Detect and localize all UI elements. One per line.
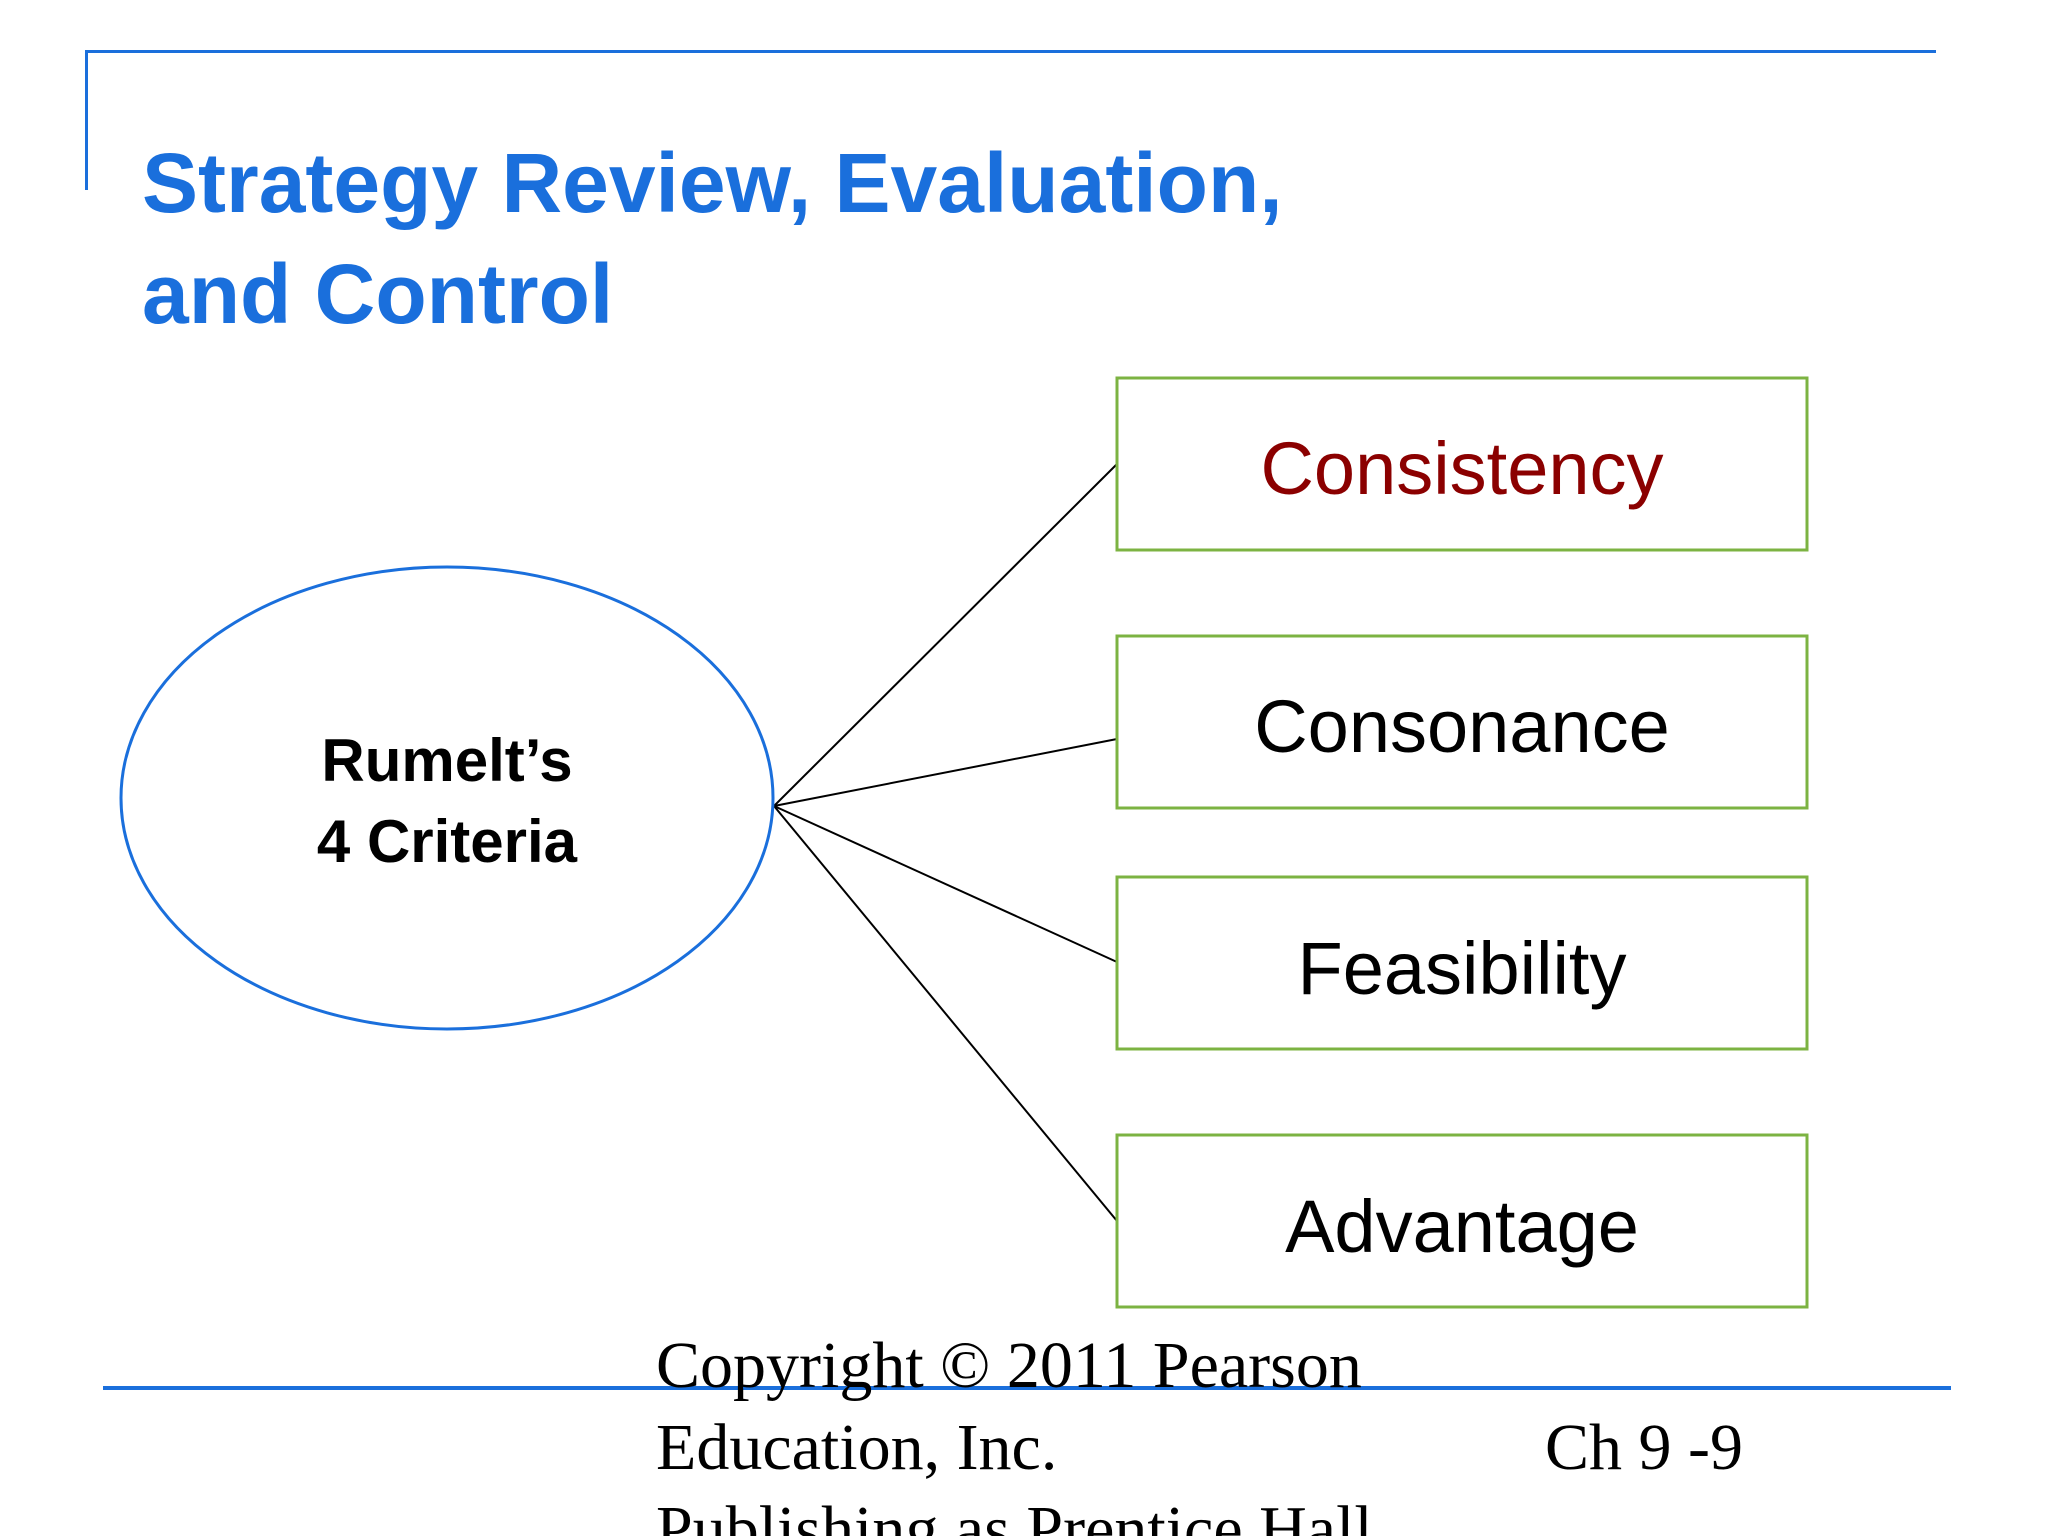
slide-title: Strategy Review, Evaluation, and Control xyxy=(142,128,1642,350)
connector-consistency xyxy=(773,463,1118,807)
connector-consonance xyxy=(773,738,1118,807)
connector-feasibility xyxy=(773,805,1118,963)
copyright-line-3: Publishing as Prentice Hall xyxy=(656,1493,1373,1536)
center-label-line-1: Rumelt’s xyxy=(321,727,572,794)
criteria-label-advantage: Advantage xyxy=(1285,1185,1639,1268)
left-rule xyxy=(85,50,88,190)
criteria-box-consonance xyxy=(1115,634,1809,810)
criteria-label-consonance: Consonance xyxy=(1254,685,1670,768)
criteria-box-advantage xyxy=(1115,1133,1809,1309)
criteria-box-consistency xyxy=(1115,376,1809,552)
slide-title-line-1: Strategy Review, Evaluation, xyxy=(142,136,1283,230)
criteria-label-feasibility: Feasibility xyxy=(1298,927,1627,1010)
top-rule xyxy=(85,50,1936,53)
copyright-line-2: Education, Inc. xyxy=(656,1411,1058,1484)
copyright-notice: Copyright © 2011 Pearson Education, Inc.… xyxy=(656,1325,1556,1536)
center-label-line-2: 4 Criteria xyxy=(317,808,578,875)
criteria-box-feasibility xyxy=(1115,875,1809,1051)
connector-advantage xyxy=(773,805,1118,1222)
slide-number: Ch 9 -9 xyxy=(1545,1411,1743,1484)
slide-title-line-2: and Control xyxy=(142,247,614,341)
criteria-label-consistency: Consistency xyxy=(1260,427,1663,510)
footer-rule xyxy=(103,1386,1951,1390)
center-ellipse xyxy=(119,565,775,1031)
copyright-line-1: Copyright © 2011 Pearson xyxy=(656,1329,1362,1402)
